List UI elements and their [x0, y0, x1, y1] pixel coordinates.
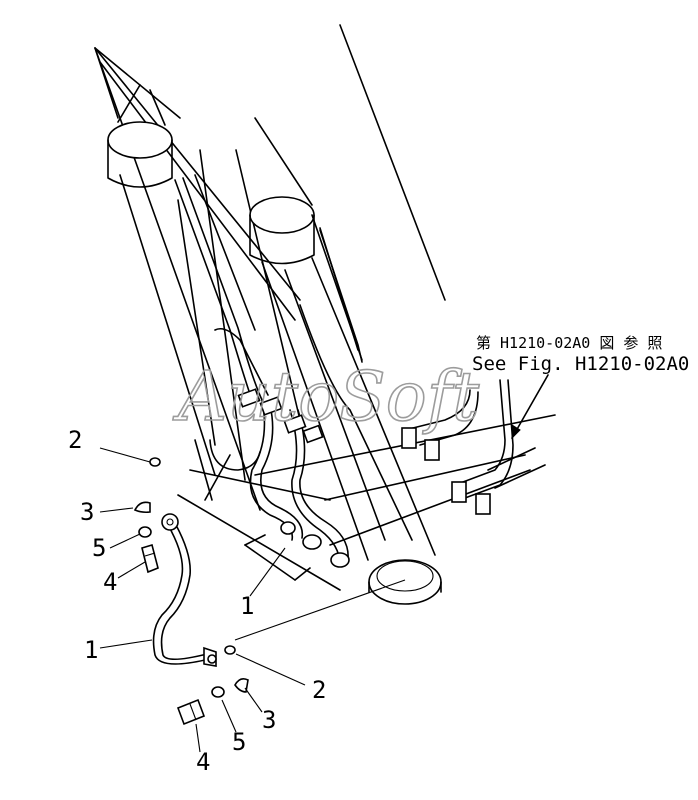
- figure-reference: 第 H1210-02A0 図 参 照 See Fig. H1210-02A0: [472, 334, 689, 375]
- reference-japanese: 第 H1210-02A0 図 参 照: [476, 334, 662, 352]
- callout-4-right: 4: [196, 748, 210, 776]
- right-pipe-assembly: [401, 379, 546, 515]
- callout-5-right: 5: [232, 728, 246, 756]
- clamp-left: [133, 501, 151, 514]
- washer-left: [138, 526, 152, 538]
- callout-3-left: 3: [80, 498, 94, 526]
- callout-labels: 2 3 5 4 1 1 2 3 5 4: [68, 426, 326, 776]
- callout-2-right: 2: [312, 676, 326, 704]
- callout-leaders: [99, 447, 406, 753]
- callout-4-left: 4: [103, 568, 117, 596]
- right-small-parts: [176, 645, 249, 726]
- bolt-left: [141, 543, 159, 574]
- reference-leader: [511, 374, 549, 440]
- watermark-text: AutoSoft: [172, 358, 480, 437]
- base-bracket: [177, 414, 556, 591]
- callout-5-left: 5: [92, 534, 106, 562]
- o-ring-right: [224, 645, 236, 655]
- boom-structure: [94, 24, 446, 511]
- upper-cylinder: [107, 84, 173, 188]
- callout-2-left: 2: [68, 426, 82, 454]
- bolt-right: [176, 698, 206, 726]
- left-small-parts: [133, 457, 161, 574]
- detached-hose: [152, 513, 217, 667]
- main-cylinder: [249, 196, 442, 605]
- callout-1-lower: 1: [84, 636, 98, 664]
- clamp-right: [234, 678, 249, 693]
- washer-right: [211, 686, 225, 698]
- reference-english: See Fig. H1210-02A0: [472, 353, 689, 375]
- o-ring-left: [149, 457, 161, 467]
- callout-3-right: 3: [262, 706, 276, 734]
- callout-1-upper: 1: [240, 592, 254, 620]
- boom-hose-bundle: [174, 174, 413, 568]
